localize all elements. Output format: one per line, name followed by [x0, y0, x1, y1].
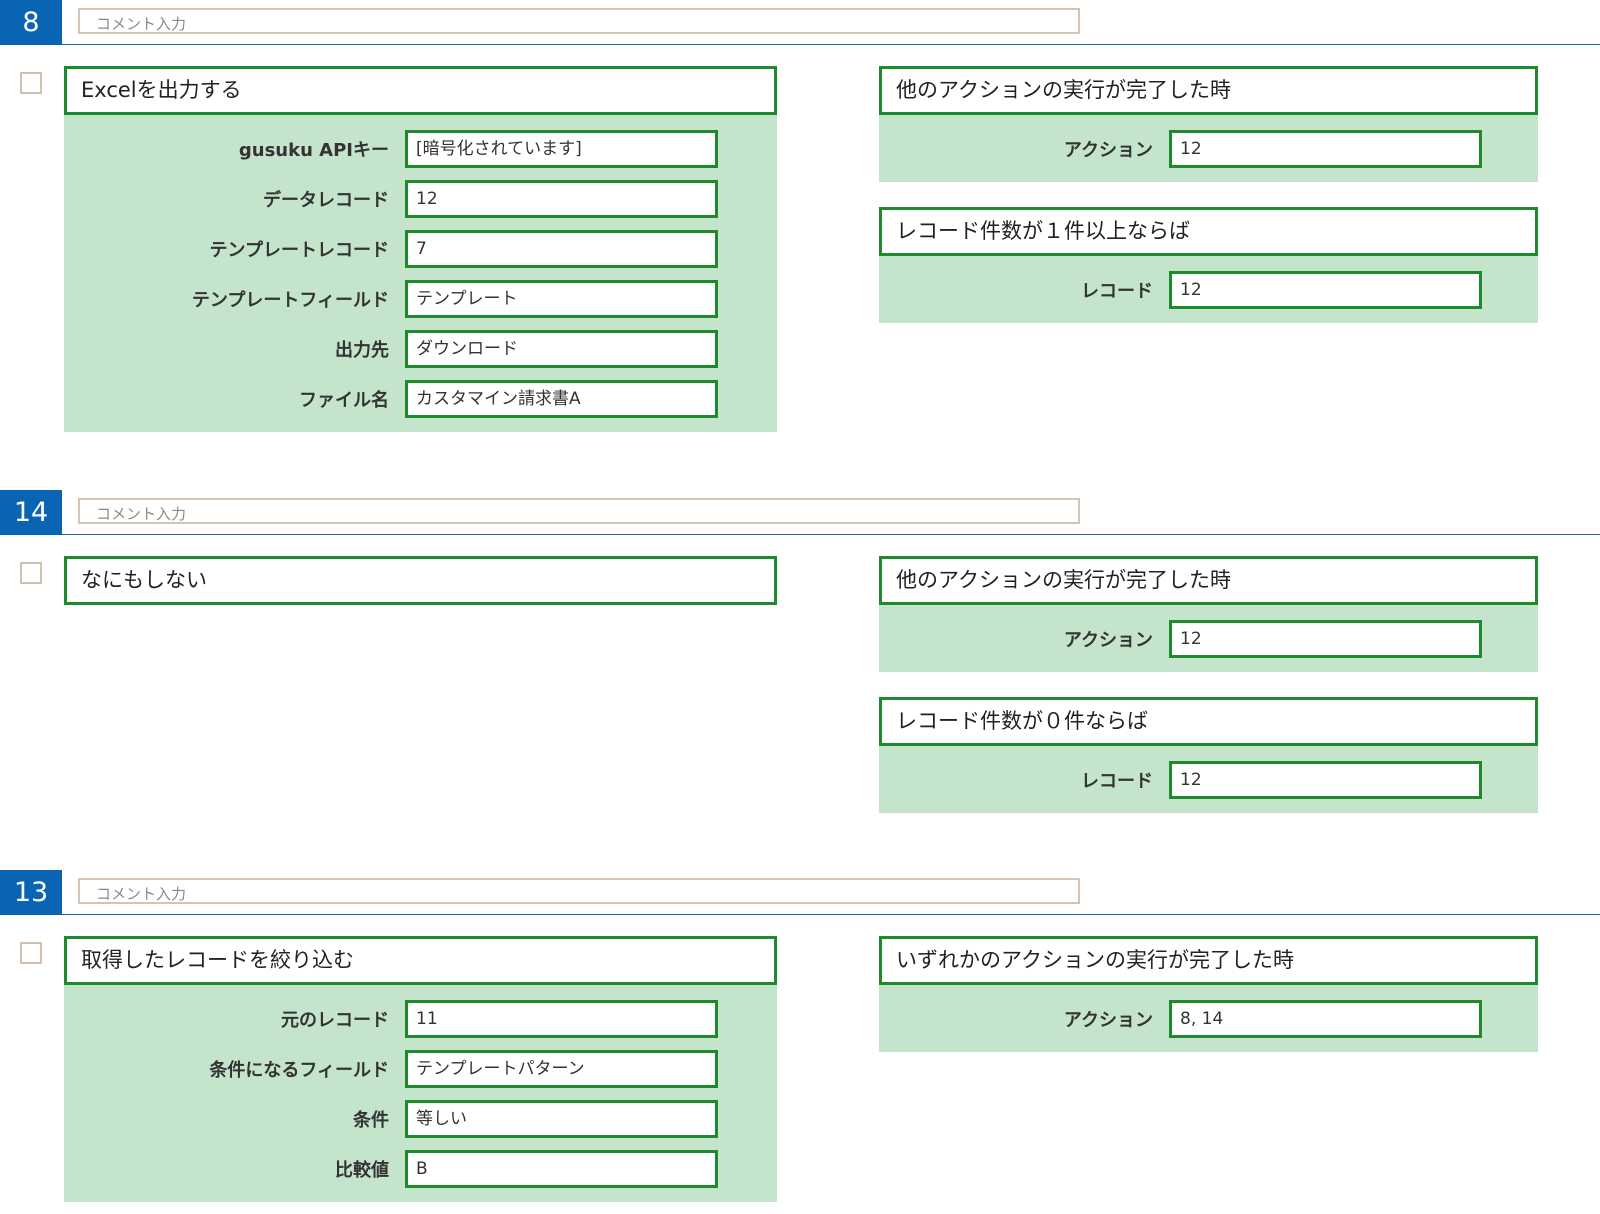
field-value[interactable]: ダウンロード — [405, 330, 718, 368]
action-title[interactable]: Excelを出力する — [64, 66, 777, 115]
field-row: 比較値 B — [64, 1150, 777, 1188]
action-block-14: 14 なにもしない 他のアクションの実行が完了した時 アクション 12 レコード… — [0, 490, 1600, 820]
condition-card: いずれかのアクションの実行が完了した時 アクション 8, 14 — [879, 936, 1538, 1052]
field-value[interactable]: 12 — [1169, 620, 1482, 658]
field-value[interactable]: B — [405, 1150, 718, 1188]
condition-card: 他のアクションの実行が完了した時 アクション 12 — [879, 66, 1538, 182]
condition-title[interactable]: いずれかのアクションの実行が完了した時 — [879, 936, 1538, 985]
field-label: 元のレコード — [281, 1010, 389, 1031]
field-row: 元のレコード 11 — [64, 1000, 777, 1038]
select-checkbox[interactable] — [20, 942, 42, 964]
block-number: 8 — [0, 0, 62, 45]
select-checkbox[interactable] — [20, 72, 42, 94]
condition-fields: アクション 12 — [879, 605, 1538, 672]
condition-title[interactable]: レコード件数が１件以上ならば — [879, 207, 1538, 256]
field-label: データレコード — [263, 190, 389, 211]
condition-fields: アクション 8, 14 — [879, 985, 1538, 1052]
condition-card: レコード件数が１件以上ならば レコード 12 — [879, 207, 1538, 323]
field-label: テンプレートフィールド — [191, 290, 389, 311]
block-header: 14 — [0, 490, 1600, 535]
field-row: 出力先 ダウンロード — [64, 330, 777, 368]
field-label: アクション — [1063, 140, 1153, 161]
action-card: なにもしない — [64, 556, 777, 605]
field-label: 比較値 — [335, 1160, 389, 1181]
block-header: 13 — [0, 870, 1600, 915]
comment-input[interactable] — [78, 498, 1080, 524]
block-number: 13 — [0, 870, 62, 915]
condition-title[interactable]: 他のアクションの実行が完了した時 — [879, 66, 1538, 115]
select-checkbox[interactable] — [20, 562, 42, 584]
condition-card: レコード件数が０件ならば レコード 12 — [879, 697, 1538, 813]
field-row: レコード 12 — [879, 761, 1538, 799]
field-row: アクション 8, 14 — [879, 1000, 1538, 1038]
condition-title[interactable]: 他のアクションの実行が完了した時 — [879, 556, 1538, 605]
field-row: 条件 等しい — [64, 1100, 777, 1138]
field-value[interactable]: 11 — [405, 1000, 718, 1038]
field-row: テンプレートフィールド テンプレート — [64, 280, 777, 318]
field-label: アクション — [1063, 630, 1153, 651]
condition-title[interactable]: レコード件数が０件ならば — [879, 697, 1538, 746]
action-block-13: 13 取得したレコードを絞り込む 元のレコード 11 条件になるフィールド テン… — [0, 870, 1600, 1210]
field-value[interactable]: 7 — [405, 230, 718, 268]
field-row: テンプレートレコード 7 — [64, 230, 777, 268]
field-value[interactable]: [暗号化されています] — [405, 130, 718, 168]
condition-fields: レコード 12 — [879, 746, 1538, 813]
condition-card: 他のアクションの実行が完了した時 アクション 12 — [879, 556, 1538, 672]
condition-fields: レコード 12 — [879, 256, 1538, 323]
comment-input[interactable] — [78, 878, 1080, 904]
action-fields: gusuku APIキー [暗号化されています] データレコード 12 テンプレ… — [64, 115, 777, 432]
field-row: gusuku APIキー [暗号化されています] — [64, 130, 777, 168]
field-label: 条件になるフィールド — [209, 1060, 389, 1081]
field-row: アクション 12 — [879, 620, 1538, 658]
action-title[interactable]: なにもしない — [64, 556, 777, 605]
action-block-8: 8 Excelを出力する gusuku APIキー [暗号化されています] デー… — [0, 0, 1600, 440]
field-value[interactable]: 12 — [1169, 130, 1482, 168]
action-fields: 元のレコード 11 条件になるフィールド テンプレートパターン 条件 等しい 比… — [64, 985, 777, 1202]
field-label: レコード — [1081, 281, 1153, 302]
field-label: アクション — [1063, 1010, 1153, 1031]
field-value[interactable]: テンプレートパターン — [405, 1050, 718, 1088]
action-card: Excelを出力する gusuku APIキー [暗号化されています] データレ… — [64, 66, 777, 432]
field-value[interactable]: 12 — [405, 180, 718, 218]
action-card: 取得したレコードを絞り込む 元のレコード 11 条件になるフィールド テンプレー… — [64, 936, 777, 1202]
action-title[interactable]: 取得したレコードを絞り込む — [64, 936, 777, 985]
field-label: ファイル名 — [299, 390, 389, 411]
field-value[interactable]: 12 — [1169, 271, 1482, 309]
field-value[interactable]: 8, 14 — [1169, 1000, 1482, 1038]
field-row: ファイル名 カスタマイン請求書A — [64, 380, 777, 418]
condition-fields: アクション 12 — [879, 115, 1538, 182]
field-label: 条件 — [353, 1110, 389, 1131]
field-value[interactable]: カスタマイン請求書A — [405, 380, 718, 418]
field-row: レコード 12 — [879, 271, 1538, 309]
field-label: 出力先 — [335, 340, 389, 361]
field-label: テンプレートレコード — [209, 240, 389, 261]
field-label: gusuku APIキー — [238, 140, 389, 161]
comment-input[interactable] — [78, 8, 1080, 34]
field-row: アクション 12 — [879, 130, 1538, 168]
block-number: 14 — [0, 490, 62, 535]
field-label: レコード — [1081, 771, 1153, 792]
field-value[interactable]: 等しい — [405, 1100, 718, 1138]
field-row: データレコード 12 — [64, 180, 777, 218]
block-header: 8 — [0, 0, 1600, 45]
field-row: 条件になるフィールド テンプレートパターン — [64, 1050, 777, 1088]
field-value[interactable]: 12 — [1169, 761, 1482, 799]
field-value[interactable]: テンプレート — [405, 280, 718, 318]
